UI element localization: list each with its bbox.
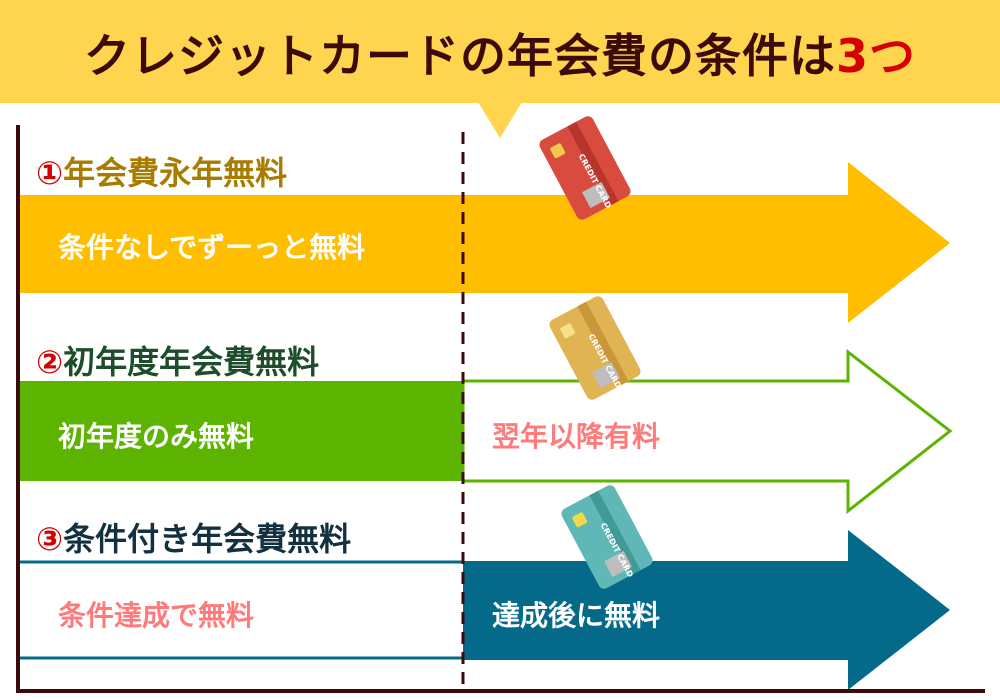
arrow-yellow — [20, 162, 950, 323]
section-2-left-text: 初年度のみ無料 — [58, 420, 255, 453]
header-banner — [0, 0, 1000, 138]
section-title: 年会費永年無料 — [63, 154, 288, 192]
section-2-right-text: 翌年以降有料 — [492, 420, 661, 453]
title-accent: 3つ — [835, 29, 916, 83]
section-3-right-text: 達成後に無料 — [492, 599, 661, 632]
section-2-label: ②初年度年会費無料 — [36, 337, 319, 383]
box-green — [20, 381, 462, 481]
credit-card-red-icon: CREDIT CARD — [539, 116, 631, 220]
section-title: 初年度年会費無料 — [63, 343, 320, 381]
title-main: クレジットカードの年会費の条件は — [83, 29, 836, 83]
arrow-teal — [463, 530, 950, 690]
credit-card-gold-icon: CREDIT CARD — [549, 296, 641, 400]
page-title: クレジットカードの年会費の条件は3つ — [0, 20, 1000, 86]
section-title: 条件付き年会費無料 — [63, 520, 352, 558]
section-3-left-text: 条件達成で無料 — [58, 599, 255, 632]
section-number: ① — [36, 154, 64, 192]
section-1-left-text: 条件なしでずーっと無料 — [58, 231, 366, 264]
section-1-label: ①年会費永年無料 — [36, 148, 287, 194]
section-number: ③ — [36, 520, 64, 558]
section-number: ② — [36, 343, 64, 381]
credit-card-teal-icon: CREDIT CARD — [561, 485, 653, 589]
section-3-label: ③条件付き年会費無料 — [36, 514, 351, 560]
